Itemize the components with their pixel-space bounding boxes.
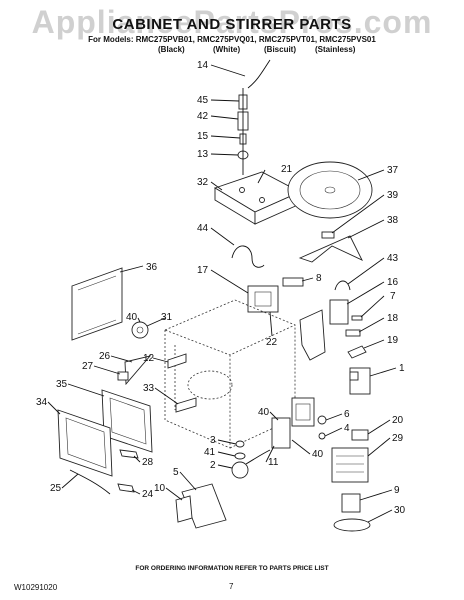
callout-38: 38	[387, 215, 399, 226]
switch-19-part	[347, 345, 367, 359]
part-4	[318, 432, 326, 440]
door-spring-part	[69, 469, 111, 495]
part-9	[341, 493, 361, 513]
callout-13: 13	[197, 149, 209, 160]
callout-22: 22	[266, 337, 278, 348]
leader-lines	[47, 64, 397, 523]
stirrer-cord-part	[247, 59, 271, 89]
callout-8: 8	[316, 273, 322, 284]
switch-bracket-part	[271, 417, 291, 449]
callout-15: 15	[197, 131, 209, 142]
callout-9: 9	[394, 485, 400, 496]
callout-2: 2	[210, 460, 216, 471]
callout-5: 5	[173, 467, 179, 478]
part-3	[235, 440, 245, 448]
switch-18-part	[345, 329, 361, 337]
diode-part	[334, 280, 351, 291]
callout-3: 3	[210, 435, 216, 446]
gasket-30-part	[333, 518, 371, 532]
callout-40a: 40	[126, 312, 138, 323]
document-code: W10291020	[14, 583, 58, 592]
callout-42: 42	[197, 111, 209, 122]
side-panel-part	[71, 267, 123, 341]
callout-31: 31	[161, 312, 173, 323]
callout-7: 7	[390, 291, 396, 302]
column-label-white: (White)	[213, 45, 241, 54]
stirrer-plate-part	[287, 161, 373, 219]
callout-45: 45	[197, 95, 209, 106]
callout-27: 27	[82, 361, 94, 372]
callout-25: 25	[50, 483, 62, 494]
callout-16: 16	[387, 277, 399, 288]
callout-14: 14	[197, 60, 209, 71]
fan-motor-part	[131, 321, 149, 339]
column-label-biscuit: (Biscuit)	[264, 45, 296, 54]
latch-part	[119, 449, 139, 459]
callout-39: 39	[387, 190, 399, 201]
magnetron-part	[331, 447, 369, 483]
callout-40c: 40	[312, 449, 324, 460]
spring-24-part	[117, 483, 135, 493]
page-title: CABINET AND STIRRER PARTS	[112, 16, 352, 33]
callout-37: 37	[387, 165, 399, 176]
callout-29: 29	[392, 433, 404, 444]
watermark: AppliancePartsPros.com	[31, 4, 433, 40]
callout-26: 26	[99, 351, 111, 362]
callout-24: 24	[142, 489, 154, 500]
callout-18: 18	[387, 313, 399, 324]
ordering-note: FOR ORDERING INFORMATION REFER TO PARTS …	[135, 565, 329, 572]
callout-40b: 40	[258, 407, 270, 418]
door-frame-part	[101, 389, 153, 453]
capacitor-part	[329, 299, 349, 325]
callout-36: 36	[146, 262, 158, 273]
callout-1: 1	[399, 363, 405, 374]
callout-11: 11	[268, 457, 279, 468]
fuse-part	[351, 315, 363, 321]
callout-34: 34	[36, 397, 48, 408]
clip-part	[321, 231, 335, 239]
plate-12-part	[167, 353, 187, 369]
callout-4: 4	[344, 423, 350, 434]
part-callouts: 14 45 42 15 13 21 32 37 39 38 44 36 17 8…	[36, 60, 406, 516]
page-number: 7	[229, 582, 234, 591]
part-41	[234, 452, 246, 460]
plate-33-part	[175, 397, 197, 413]
part-6	[317, 415, 327, 425]
callout-28: 28	[142, 457, 154, 468]
wire-harness-part	[231, 245, 265, 268]
callout-21: 21	[281, 164, 293, 175]
callout-43: 43	[387, 253, 399, 264]
callout-30: 30	[394, 505, 406, 516]
door-part	[57, 409, 113, 477]
callout-35: 35	[56, 379, 68, 390]
support-bracket-part	[298, 235, 363, 263]
callout-32: 32	[197, 177, 209, 188]
interlock-part	[291, 397, 315, 427]
column-label-black: (Black)	[158, 45, 185, 54]
callout-33: 33	[143, 383, 155, 394]
callout-12: 12	[143, 353, 155, 364]
models-line: For Models: RMC275PVB01, RMC275PVQ01, RM…	[88, 35, 376, 44]
clip-27-part	[117, 371, 129, 381]
callout-10: 10	[154, 483, 166, 494]
air-duct-part	[299, 309, 326, 361]
callout-20: 20	[392, 415, 404, 426]
callout-41: 41	[204, 447, 216, 458]
panel-bracket-part	[175, 495, 193, 523]
transformer-part	[247, 285, 279, 313]
part-20	[351, 429, 369, 441]
callout-6: 6	[344, 409, 350, 420]
column-label-stainless: (Stainless)	[315, 45, 356, 54]
callout-17: 17	[197, 265, 209, 276]
callout-19: 19	[387, 335, 399, 346]
callout-44: 44	[197, 223, 209, 234]
relay-part	[282, 277, 304, 287]
turntable-motor-part	[231, 461, 249, 479]
